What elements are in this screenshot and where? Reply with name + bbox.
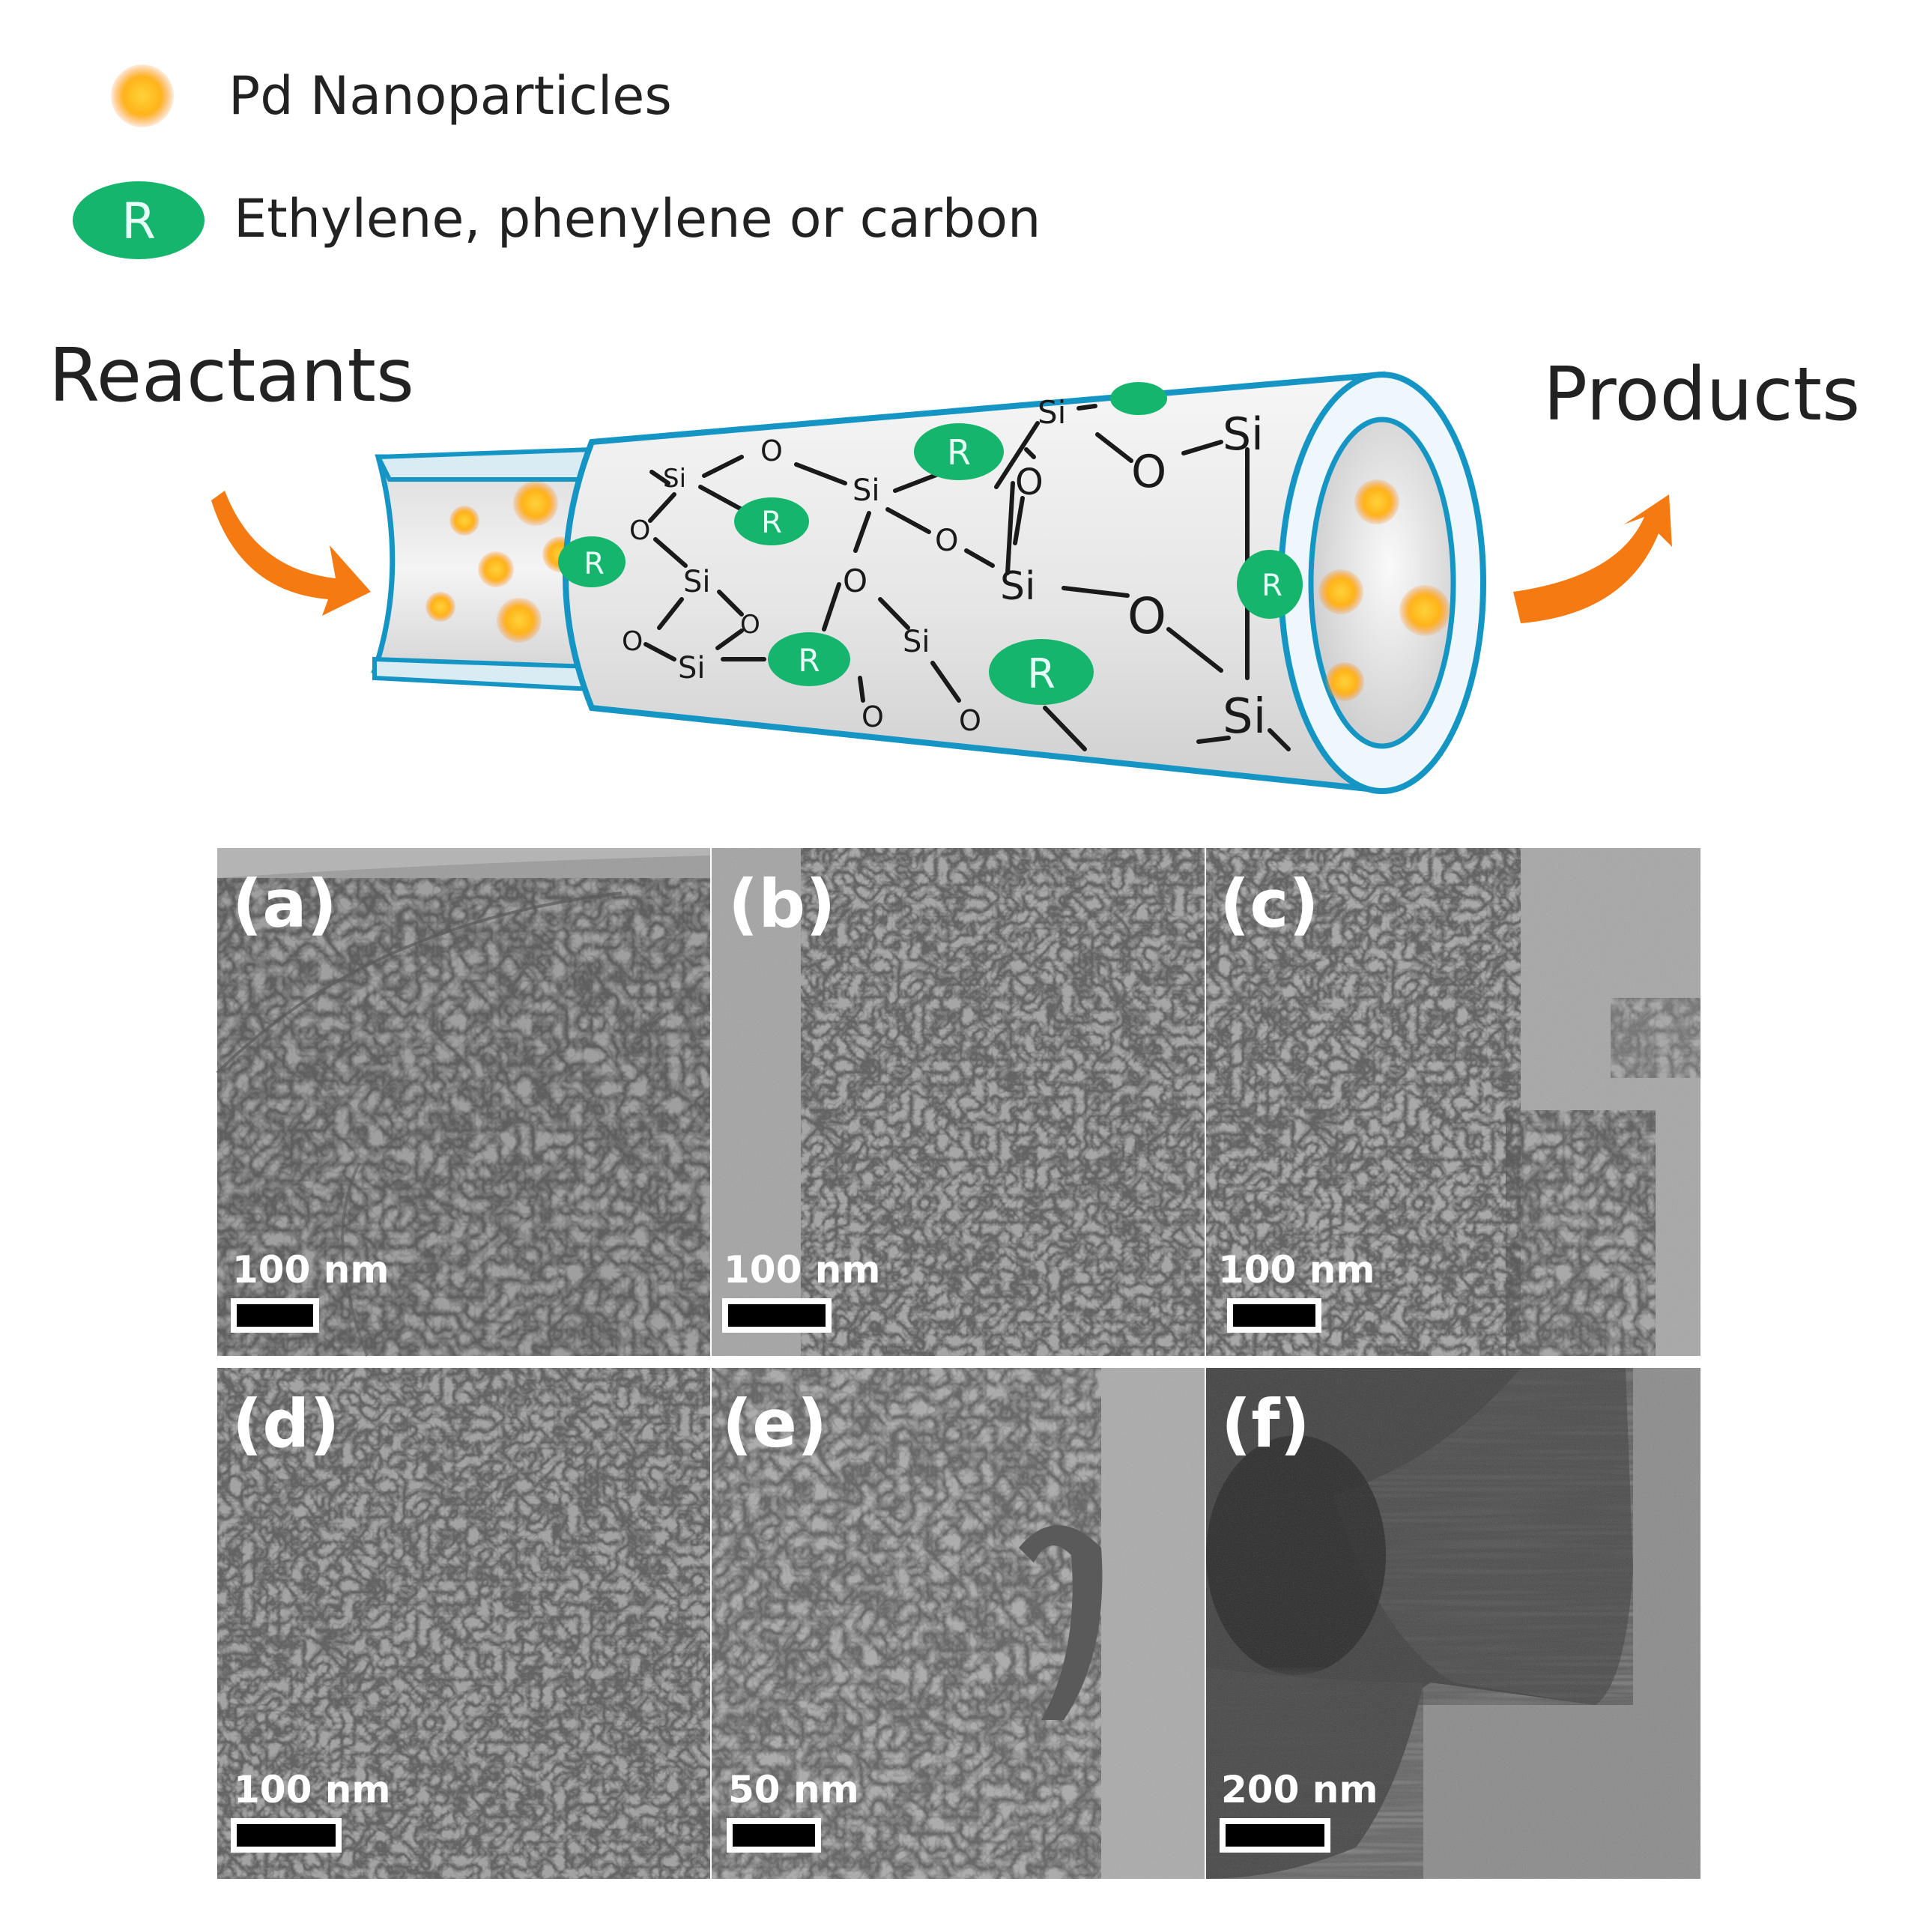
reaction-scheme: Reactants Products <box>49 333 1860 794</box>
micrograph-panel-d: (d) 100 nm <box>217 1368 710 1879</box>
r-group-icon-symbol: R <box>121 193 156 250</box>
scale-bar-label: 100 nm <box>1218 1248 1375 1291</box>
silicon-atom: Si <box>1000 564 1035 609</box>
r-group-symbol: R <box>798 642 820 679</box>
silicon-atom: Si <box>663 464 686 494</box>
silica-framework-atoms: Si O O Si O O Si Si O O Si O O Si O Si O… <box>622 394 1266 745</box>
oxygen-atom: O <box>935 524 958 558</box>
pd-nanoparticle-icon <box>425 592 455 622</box>
oxygen-atom: O <box>843 563 867 599</box>
silica-framework-bonds <box>643 404 1291 751</box>
scale-bar <box>1227 1298 1321 1333</box>
oxygen-atom: O <box>1015 461 1044 503</box>
inlet-tube <box>371 446 595 692</box>
scale-bar <box>231 1818 342 1853</box>
micrograph-panel-a: (a) 100 nm <box>216 848 710 1357</box>
oxygen-atom: O <box>622 626 643 657</box>
pd-nanoparticle-icon <box>1399 585 1450 636</box>
pd-nanoparticle-icon <box>478 551 514 587</box>
scale-bar <box>231 1298 319 1333</box>
pd-nanoparticle-icon <box>1354 479 1399 524</box>
r-group-icon <box>73 181 205 259</box>
oxygen-atom: O <box>959 704 981 737</box>
r-group-symbol: R <box>1262 569 1282 603</box>
pd-nanoparticle-icon <box>111 64 174 127</box>
pd-nanoparticle-icon <box>1325 662 1364 701</box>
silicon-atom: Si <box>1223 689 1266 745</box>
pd-nanoparticle-icon <box>513 481 558 526</box>
oxygen-atom: O <box>1131 446 1166 498</box>
panel-label: (d) <box>232 1385 339 1462</box>
r-group-icon <box>1110 382 1167 415</box>
micrograph-panel-c: (c) 100 nm <box>1206 848 1700 1356</box>
pd-nanoparticle-icon <box>1318 569 1363 614</box>
r-group-icon: R <box>989 639 1094 705</box>
legend-label-r-group: Ethylene, phenylene or carbon <box>234 188 1041 249</box>
legend: Pd Nanoparticles R Ethylene, phenylene o… <box>73 64 1041 259</box>
pd-nanoparticle-icon <box>497 598 542 643</box>
silicon-atom: Si <box>683 565 711 599</box>
scale-bar-label: 200 nm <box>1221 1768 1378 1811</box>
silicon-atom: Si <box>852 473 880 508</box>
scale-bar-label: 100 nm <box>724 1248 880 1291</box>
pd-nanoparticle-icon <box>449 506 479 536</box>
scale-bar-label: 100 nm <box>234 1768 390 1811</box>
r-groups: R R R R R R <box>558 382 1303 705</box>
panel-label: (c) <box>1220 865 1319 942</box>
oxygen-atom: O <box>760 434 783 467</box>
legend-item-pd: Pd Nanoparticles <box>111 64 672 127</box>
oxygen-atom: O <box>1127 587 1166 645</box>
micrograph-panel-f: (f) 200 nm <box>1206 1368 1700 1879</box>
panel-label: (f) <box>1221 1385 1310 1462</box>
silicon-atom: Si <box>903 625 930 659</box>
r-group-icon: R <box>768 632 850 686</box>
legend-item-r-group: R Ethylene, phenylene or carbon <box>73 181 1041 259</box>
oxygen-atom: O <box>861 700 884 733</box>
silicon-atom: Si <box>1223 408 1264 461</box>
micrograph-grid: (a) 100 nm (b) 100 nm (c) 100 nm <box>216 847 1702 1880</box>
r-group-icon: R <box>1237 550 1303 619</box>
oxygen-atom: O <box>740 610 760 640</box>
scale-bar <box>722 1298 832 1333</box>
panel-label: (b) <box>728 865 835 942</box>
r-group-icon: R <box>558 536 626 587</box>
outlet-arrow-icon <box>1513 494 1672 623</box>
large-tube <box>563 371 1486 794</box>
micrograph-panel-b: (b) 100 nm <box>712 848 1205 1356</box>
r-group-symbol: R <box>584 547 605 581</box>
reactants-label: Reactants <box>49 333 414 419</box>
r-group-symbol: R <box>1027 650 1056 697</box>
legend-label-pd: Pd Nanoparticles <box>228 65 672 127</box>
scale-bar <box>727 1818 821 1853</box>
scale-bar <box>1220 1818 1330 1853</box>
scale-bar-label: 50 nm <box>728 1768 859 1811</box>
scale-bar-label: 100 nm <box>232 1248 389 1291</box>
inlet-arrow-icon <box>211 491 371 616</box>
panel-label: (e) <box>722 1385 827 1462</box>
silicon-atom: Si <box>678 651 706 685</box>
r-group-icon: R <box>734 497 809 545</box>
silicon-atom: Si <box>1038 394 1066 431</box>
products-label: Products <box>1543 352 1860 437</box>
micrograph-panel-e: (e) 50 nm <box>712 1368 1205 1879</box>
r-group-symbol: R <box>947 432 971 473</box>
r-group-symbol: R <box>761 506 782 540</box>
r-group-icon: R <box>914 423 1004 480</box>
panel-label: (a) <box>232 865 337 942</box>
oxygen-atom: O <box>629 515 650 546</box>
